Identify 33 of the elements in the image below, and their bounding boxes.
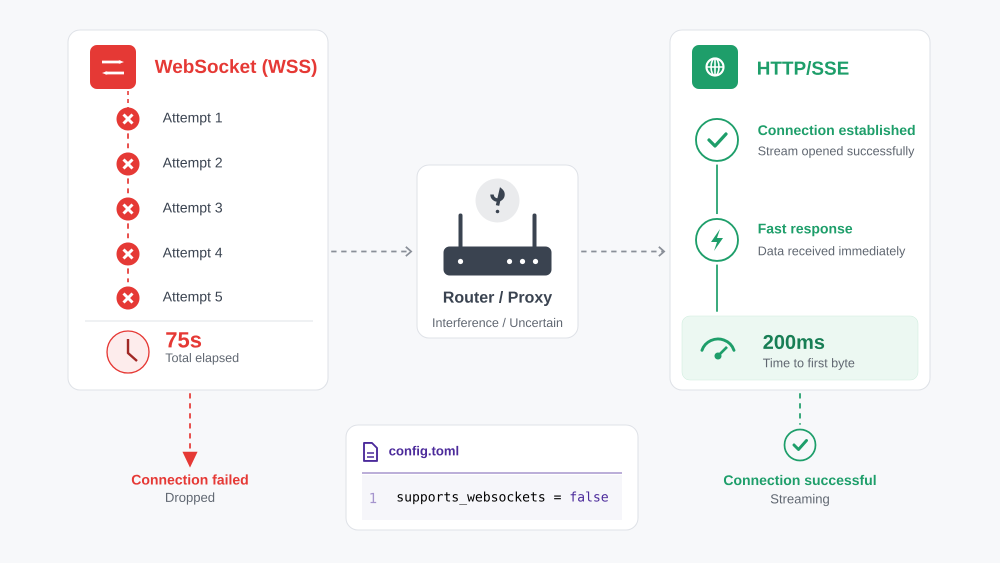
status-title: Connection successful (724, 474, 876, 486)
card-heading: WebSocket (WSS) (154, 59, 316, 77)
status-title: Connection failed (132, 474, 248, 485)
metric-label: Time to first byte (762, 358, 854, 370)
attempt-label: Attempt 3 (162, 202, 222, 216)
connector (716, 164, 718, 214)
step-title: Fast response (758, 224, 852, 236)
step-title: Connection established (758, 124, 915, 136)
router-subtitle: Interference / Uncertain (433, 318, 562, 328)
attempt-label: Attempt 2 (162, 158, 222, 170)
attempt-label: Attempt 5 (162, 292, 222, 304)
connector (127, 178, 129, 194)
router-title: Router / Proxy (444, 291, 552, 306)
elapsed-value: 75s (166, 332, 202, 348)
status-subtitle: Dropped (166, 492, 214, 505)
step-description: Data received immediately (758, 246, 906, 258)
connector (331, 246, 412, 257)
elapsed-label: Total elapsed (166, 352, 238, 365)
connector (799, 393, 801, 425)
metric-value: 200ms (763, 334, 824, 350)
connector (127, 133, 129, 148)
connector (127, 268, 129, 282)
status-subtitle: Streaming (770, 494, 829, 506)
step-description: Stream opened successfully (758, 146, 914, 158)
attempt-label: Attempt 4 (162, 248, 222, 260)
connector (581, 246, 666, 257)
file-name: config.toml (389, 446, 458, 458)
code-line: supports_websockets = false (398, 491, 608, 505)
connector (127, 223, 129, 238)
line-number: 1 (370, 492, 376, 504)
connector (716, 264, 718, 312)
card-heading: HTTP/SSE (758, 60, 849, 76)
attempt-label: Attempt 1 (162, 112, 222, 126)
